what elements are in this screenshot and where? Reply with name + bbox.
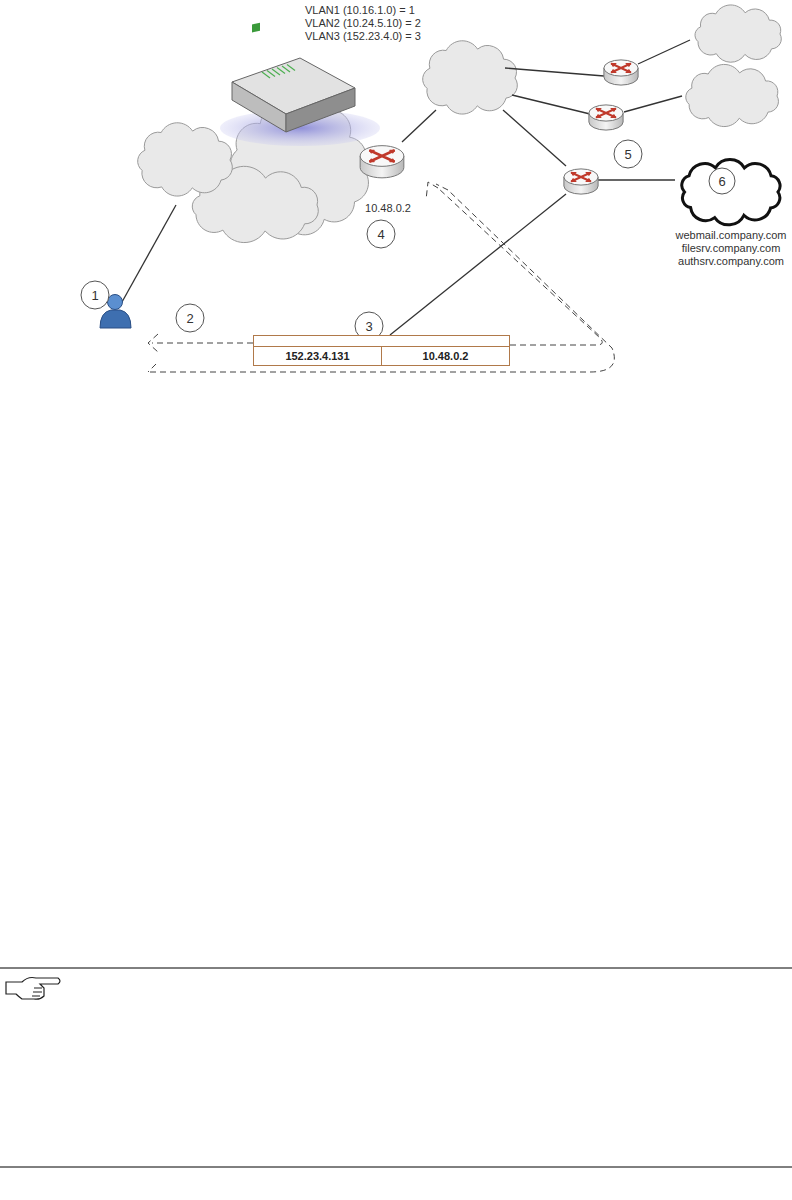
vent-line — [277, 68, 285, 74]
dashed-arrowhead — [148, 334, 158, 352]
link-line — [390, 194, 566, 335]
callout-number: 1 — [91, 289, 98, 302]
link-line — [505, 68, 604, 76]
note-rule — [0, 968, 792, 969]
server-name: webmail.company.com — [675, 229, 786, 242]
vent-lines — [262, 65, 295, 79]
network-cloud — [423, 41, 518, 114]
router-icon — [589, 105, 623, 130]
vent-line — [287, 65, 295, 71]
finger-lines — [32, 988, 42, 996]
router-arrowheads — [596, 109, 616, 118]
box-side — [286, 88, 355, 132]
server-name: authsrv.company.com — [678, 255, 784, 268]
callout-circles — [81, 140, 735, 340]
vent-line — [267, 71, 275, 77]
router-top — [604, 60, 638, 76]
callout-circle — [176, 304, 204, 332]
led — [252, 23, 260, 33]
router-arrowheads — [611, 64, 631, 73]
dashed-arrowhead — [426, 182, 438, 200]
callout-number: 3 — [365, 320, 372, 333]
link-line — [624, 96, 682, 112]
vlan-label: VLAN3 (152.23.4.0) = 3 — [305, 30, 421, 43]
link-line — [638, 40, 690, 64]
router-arrows — [369, 150, 394, 162]
network-cloud — [686, 64, 779, 126]
vlan-label: VLAN1 (10.16.1.0) = 1 — [305, 4, 415, 17]
table-header-row — [254, 336, 509, 347]
table-row: 152.23.4.13110.48.0.2 — [254, 347, 509, 365]
router-arrows — [571, 173, 591, 182]
table-cell: 152.23.4.131 — [254, 347, 381, 365]
router-icon — [564, 169, 598, 194]
user-body — [100, 310, 131, 328]
router-top — [360, 146, 404, 167]
server-name: filesrv.company.com — [682, 242, 781, 255]
note-pointer-icon — [6, 978, 60, 1000]
callout-circle — [367, 220, 395, 248]
box-front — [232, 82, 286, 132]
vent-line — [262, 72, 270, 78]
note-rule — [0, 1167, 792, 1168]
router-arrowheads — [571, 173, 591, 182]
vlan-label: VLAN2 (10.24.5.10) = 2 — [305, 17, 421, 30]
router-arrows — [596, 109, 616, 118]
dashed-line — [438, 188, 602, 345]
link-line — [503, 110, 566, 166]
callout-circle — [614, 140, 642, 168]
cloud-group — [138, 5, 782, 243]
router-arrows — [611, 64, 631, 73]
link-line — [122, 205, 176, 302]
dashed-route — [148, 182, 614, 372]
callout-number: 6 — [718, 175, 725, 188]
router-group — [360, 60, 638, 194]
network-links — [122, 40, 690, 335]
hand-outline — [6, 978, 60, 1000]
vent-line — [282, 66, 290, 72]
dashed-arrowhead — [148, 364, 156, 372]
vent-line — [272, 69, 280, 75]
callout-circle — [81, 281, 109, 309]
callout-number: 2 — [186, 312, 193, 325]
router-arrowheads — [369, 150, 394, 162]
table-cell: 10.48.0.2 — [381, 347, 509, 365]
ip-address: 10.48.0.2 — [365, 202, 411, 215]
callout-circle — [709, 168, 735, 194]
user-head — [108, 295, 123, 310]
router-icon — [360, 146, 404, 178]
dashed-line — [436, 184, 448, 190]
link-line — [512, 95, 590, 114]
link-line — [402, 110, 436, 142]
network-cloud — [682, 160, 780, 225]
address-table: 152.23.4.13110.48.0.2 — [253, 335, 510, 366]
router-top — [564, 169, 598, 185]
network-cloud — [138, 123, 233, 196]
link-line — [598, 179, 675, 180]
callout-number: 5 — [624, 148, 631, 161]
router-top — [589, 105, 623, 121]
dashed-line — [152, 343, 253, 344]
router-icon — [604, 60, 638, 85]
callout-number: 4 — [377, 228, 384, 241]
network-cloud — [695, 5, 781, 62]
